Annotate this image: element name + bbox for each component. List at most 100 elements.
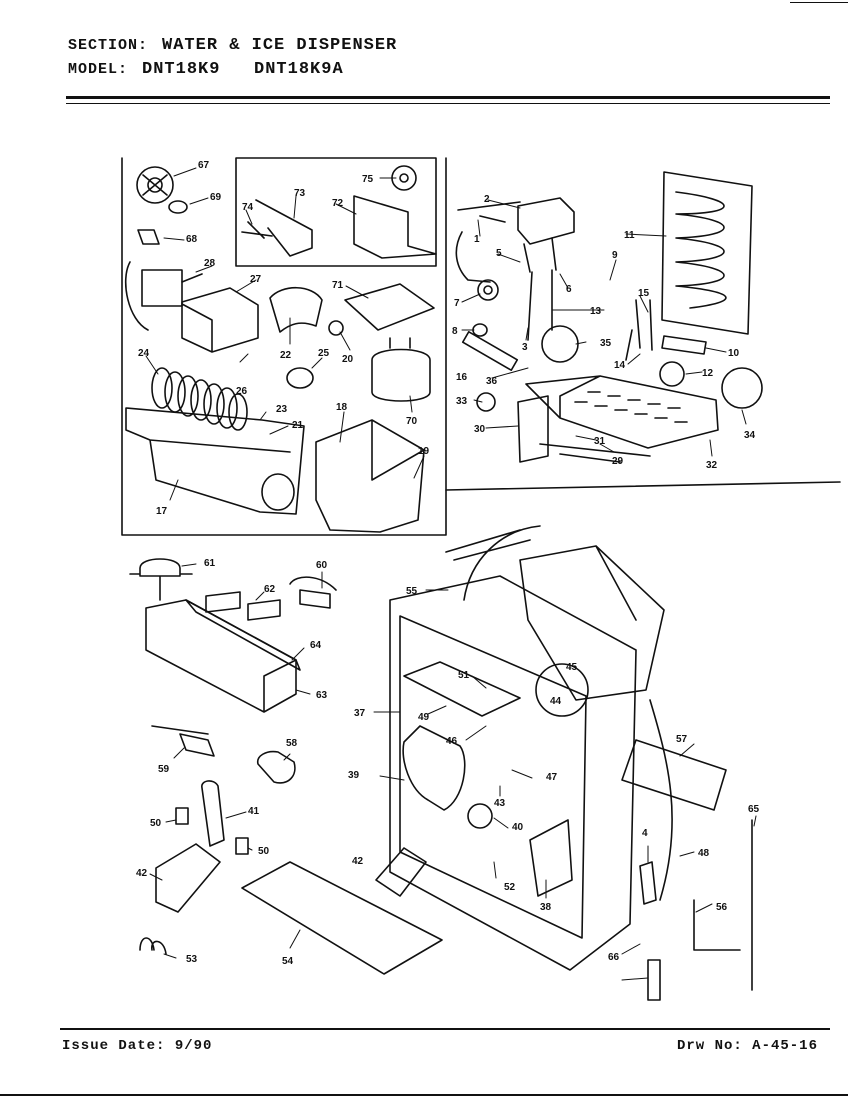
- callout-45: 45: [566, 662, 578, 673]
- part-40-drawing: [467, 803, 493, 829]
- header-rule-thick: [66, 96, 830, 99]
- callout-2: 2: [484, 194, 490, 205]
- callout-67: 67: [198, 160, 210, 171]
- plate-50-left-drawing: [175, 807, 189, 825]
- harness-15-drawing: [625, 299, 653, 361]
- section-heading: SECTION: WATER & ICE DISPENSER: [68, 36, 397, 55]
- callout-38: 57: [676, 734, 688, 745]
- mold-cubes-drawing: [574, 391, 688, 423]
- callout-63: 63: [316, 690, 328, 701]
- issue-date: Issue Date: 9/90: [62, 1038, 213, 1054]
- callout-49: 49: [418, 712, 430, 723]
- callout-62: 62: [264, 584, 276, 595]
- bracket-49-drawing: [403, 661, 521, 717]
- fitting-33-drawing: [476, 392, 496, 412]
- callout-22: 22: [280, 350, 292, 361]
- callout-11: 11: [624, 230, 635, 241]
- callout-68: 68: [186, 234, 198, 245]
- pad-42-left-drawing: [155, 843, 221, 913]
- callout-28: 28: [204, 258, 216, 269]
- callout-23: 23: [276, 404, 288, 415]
- inset-box-outline: [235, 157, 437, 267]
- bin-outlet-drawing: [261, 473, 295, 511]
- callout-34: 34: [744, 430, 756, 441]
- bulb-58-drawing: [256, 750, 296, 784]
- callout-15: 15: [638, 288, 650, 299]
- callout-70: 70: [406, 416, 418, 427]
- elbow-65-drawing: [693, 899, 741, 951]
- lamp-holder-59-drawing: [151, 725, 215, 757]
- heater-strip-64-drawing: [185, 599, 301, 671]
- callout-19: 19: [418, 446, 430, 457]
- callout-39: 39: [348, 770, 360, 781]
- switch-34-drawing: [721, 367, 763, 409]
- section-value: WATER & ICE DISPENSER: [162, 36, 398, 55]
- tube-4-drawing: [649, 699, 673, 901]
- callout-33: 33: [456, 396, 468, 407]
- fan-motor-drawing: [136, 166, 188, 245]
- fitting-66-drawing: [647, 959, 661, 1001]
- motor-12-drawing: [659, 361, 685, 387]
- panel-top-left-border: [121, 157, 841, 536]
- callout-71: 71: [332, 280, 344, 291]
- callout-51: 51: [458, 670, 470, 681]
- footer-rule-thick: [60, 1028, 830, 1030]
- model-value: DNT18K9 DNT18K9A: [142, 60, 344, 79]
- nut-20-drawing: [328, 320, 344, 336]
- support-30-drawing: [517, 395, 549, 463]
- callout-60: 60: [316, 560, 328, 571]
- callout-47: 47: [546, 772, 558, 783]
- bottom-rule: [0, 1094, 848, 1096]
- callout-50-left: 50: [150, 818, 162, 829]
- callout-8: 8: [452, 326, 458, 337]
- callout-31: 31: [594, 436, 606, 447]
- header-rule-thin: [66, 103, 830, 104]
- callout-69: 69: [210, 192, 222, 203]
- callout-13: 13: [590, 306, 602, 317]
- callout-16: 16: [456, 372, 468, 383]
- callout-7: 7: [454, 298, 460, 309]
- gasket-35-drawing: [541, 325, 579, 363]
- relays-62-drawing: [205, 591, 281, 621]
- callout-6: 6: [566, 284, 572, 295]
- nut-25-drawing: [286, 367, 314, 389]
- model-key: MODEL:: [68, 61, 129, 78]
- callout-37: 37: [354, 708, 366, 719]
- callout-50-right: 52: [504, 882, 516, 893]
- callout-50-mid: 50: [258, 846, 270, 857]
- callout-1: 1: [474, 234, 480, 245]
- callout-61: 61: [204, 558, 216, 569]
- callout-74: 74: [242, 202, 254, 213]
- switch-61-drawing: [129, 558, 193, 601]
- callout-25: 25: [318, 348, 330, 359]
- water-valve-drawing: [455, 197, 575, 283]
- corner-rule: [790, 2, 848, 3]
- callout-27: 27: [250, 274, 262, 285]
- part-57-drawing: [639, 861, 657, 905]
- callout-18: 18: [336, 402, 348, 413]
- callout-14: 14: [614, 360, 626, 371]
- callout-57: 4: [642, 828, 648, 839]
- callout-48: 65: [748, 804, 760, 815]
- rake-29-drawing: [539, 443, 651, 463]
- callout-30: 30: [474, 424, 486, 435]
- callout-17: 17: [156, 506, 168, 517]
- motor-70-drawing: [371, 337, 431, 402]
- clip-53-drawing: [139, 937, 167, 955]
- part-52-drawing: [529, 819, 573, 897]
- callout-20: 20: [342, 354, 354, 365]
- pad-42-right-drawing: [375, 847, 427, 897]
- callout-labels: 67 69 68 28 27 24 26 22 25 20 23 21 17 1…: [136, 160, 760, 967]
- grille-54-drawing: [241, 861, 443, 975]
- callout-4: 48: [698, 848, 710, 859]
- callout-46: 46: [446, 736, 458, 747]
- callout-32: 32: [706, 460, 718, 471]
- callout-56: 66: [608, 952, 620, 963]
- bucket-38-drawing: [519, 545, 665, 701]
- section-key: SECTION:: [68, 37, 149, 54]
- callout-21: 21: [292, 420, 304, 431]
- callout-35: 35: [600, 338, 612, 349]
- thermostat-10-drawing: [661, 335, 707, 355]
- switch-60-drawing: [289, 576, 337, 609]
- callout-75: 75: [362, 174, 374, 185]
